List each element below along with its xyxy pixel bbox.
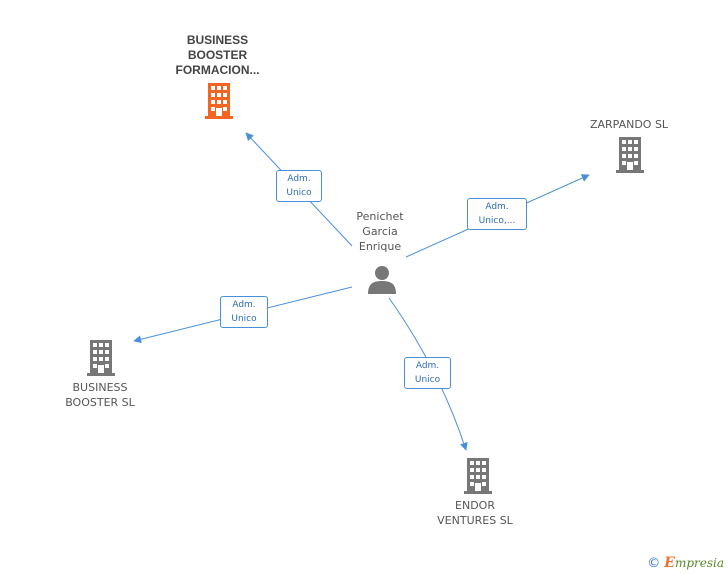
node-label: BUSINESS BOOSTER FORMACION... — [175, 33, 260, 77]
edge-label-to-formacion[interactable]: Adm. Unico — [276, 170, 322, 202]
building-icon[interactable] — [462, 458, 494, 494]
node-business-booster-formacion[interactable]: BUSINESS BOOSTER FORMACION... — [160, 33, 275, 78]
node-label: ZARPANDO SL — [589, 118, 669, 131]
brand-initial: E — [664, 555, 675, 571]
node-endor-ventures[interactable]: ENDOR VENTURES SL — [420, 498, 530, 528]
node-label: Penichet Garcia Enrique — [356, 210, 404, 253]
building-icon[interactable] — [85, 340, 117, 376]
node-business-booster-sl[interactable]: BUSINESS BOOSTER SL — [45, 380, 155, 410]
brand-watermark: ©Empresia — [647, 555, 724, 571]
copyright-symbol: © — [647, 556, 661, 571]
edge-label-to-endor[interactable]: Adm. Unico — [404, 357, 451, 389]
edge-label-to-booster-sl[interactable]: Adm. Unico — [220, 296, 268, 328]
building-icon[interactable] — [203, 83, 235, 119]
person-icon[interactable] — [366, 263, 398, 295]
brand-name: mpresia — [674, 556, 724, 570]
building-icon[interactable] — [614, 137, 646, 173]
node-center-person[interactable]: Penichet Garcia Enrique — [330, 209, 430, 254]
edge-label-to-zarpando[interactable]: Adm. Unico,... — [467, 198, 527, 230]
node-label: BUSINESS BOOSTER SL — [65, 381, 135, 409]
node-zarpando[interactable]: ZARPANDO SL — [574, 117, 684, 132]
node-label: ENDOR VENTURES SL — [437, 499, 513, 527]
